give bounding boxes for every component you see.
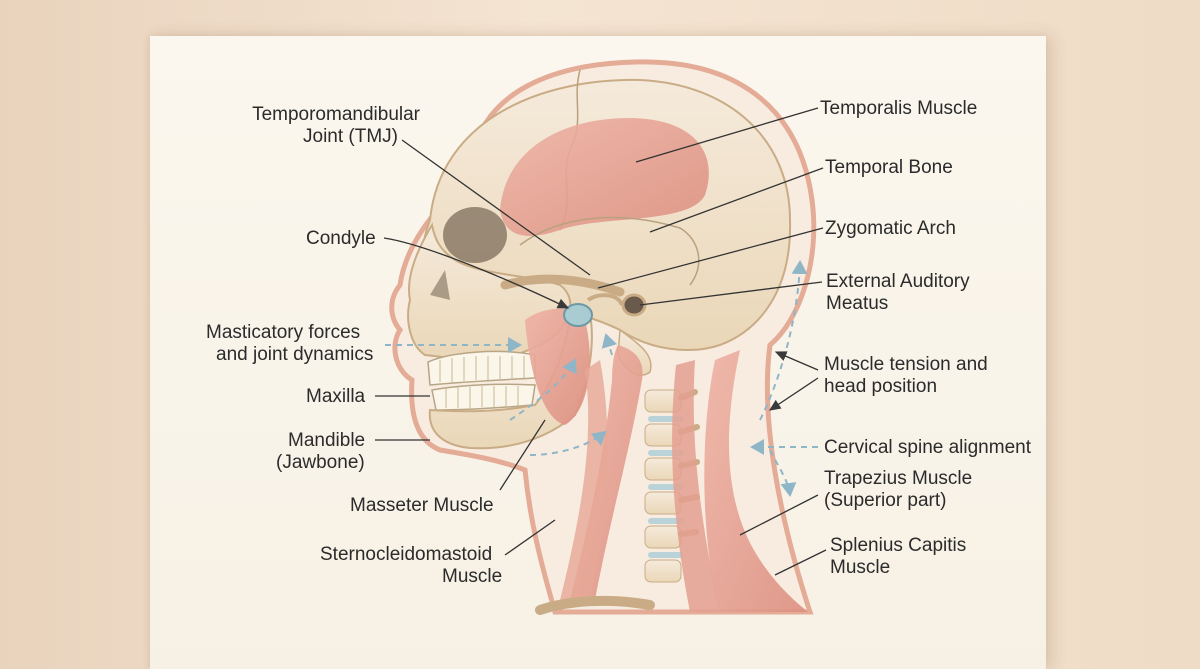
label-tmj-line1: Temporomandibular — [252, 104, 420, 125]
label-trapezius: Trapezius Muscle (Superior part) — [824, 468, 972, 512]
trapezius-muscle — [704, 350, 808, 612]
label-scm: Sternocleidomastoid Muscle — [320, 544, 502, 588]
label-tension-line2: head position — [824, 376, 938, 397]
label-masseter: Masseter Muscle — [350, 495, 494, 516]
label-auditory-line1: External Auditory — [826, 271, 970, 292]
clavicle — [535, 595, 655, 615]
eye-socket — [443, 207, 507, 263]
label-auditory-line2: Meatus — [826, 293, 889, 314]
label-auditory: External Auditory Meatus — [826, 271, 970, 315]
masseter-muscle — [525, 308, 590, 425]
lower-teeth — [431, 383, 536, 411]
label-temporal-bone: Temporal Bone — [825, 157, 953, 178]
label-scm-line2: Muscle — [442, 566, 503, 587]
label-scm-line1: Sternocleidomastoid — [320, 544, 493, 565]
label-tmj-line2: Joint (TMJ) — [303, 126, 398, 147]
label-tmj: Temporomandibular Joint (TMJ) — [220, 104, 420, 148]
label-mandible-line2: (Jawbone) — [276, 452, 365, 473]
label-masticatory: Masticatory forces and joint dynamics — [206, 322, 373, 366]
temporalis-muscle — [500, 118, 709, 236]
label-mandible-line1: Mandible — [288, 430, 366, 451]
label-trapezius-line2: (Superior part) — [824, 490, 947, 511]
label-tension: Muscle tension and head position — [824, 354, 988, 398]
splenius-capitis-muscle — [672, 360, 720, 612]
label-mandible: Mandible (Jawbone) — [276, 430, 365, 474]
label-masticatory-line1: Masticatory forces — [206, 322, 361, 343]
label-splenius: Splenius Capitis Muscle — [830, 535, 966, 579]
label-splenius-line2: Muscle — [830, 557, 891, 578]
label-condyle: Condyle — [306, 228, 376, 249]
label-splenius-line1: Splenius Capitis — [830, 535, 967, 556]
label-temporalis: Temporalis Muscle — [820, 98, 978, 119]
leader-lines — [375, 107, 827, 576]
force-arrows — [385, 260, 818, 497]
label-trapezius-line1: Trapezius Muscle — [824, 468, 973, 489]
label-zygomatic: Zygomatic Arch — [825, 218, 956, 239]
label-masticatory-line2: and joint dynamics — [216, 344, 374, 365]
condyle-disc — [563, 303, 593, 327]
label-tension-line1: Muscle tension and — [824, 354, 988, 375]
zygomatic-arch-bone — [500, 274, 625, 297]
label-maxilla: Maxilla — [306, 386, 366, 407]
label-cervical: Cervical spine alignment — [824, 437, 1031, 458]
